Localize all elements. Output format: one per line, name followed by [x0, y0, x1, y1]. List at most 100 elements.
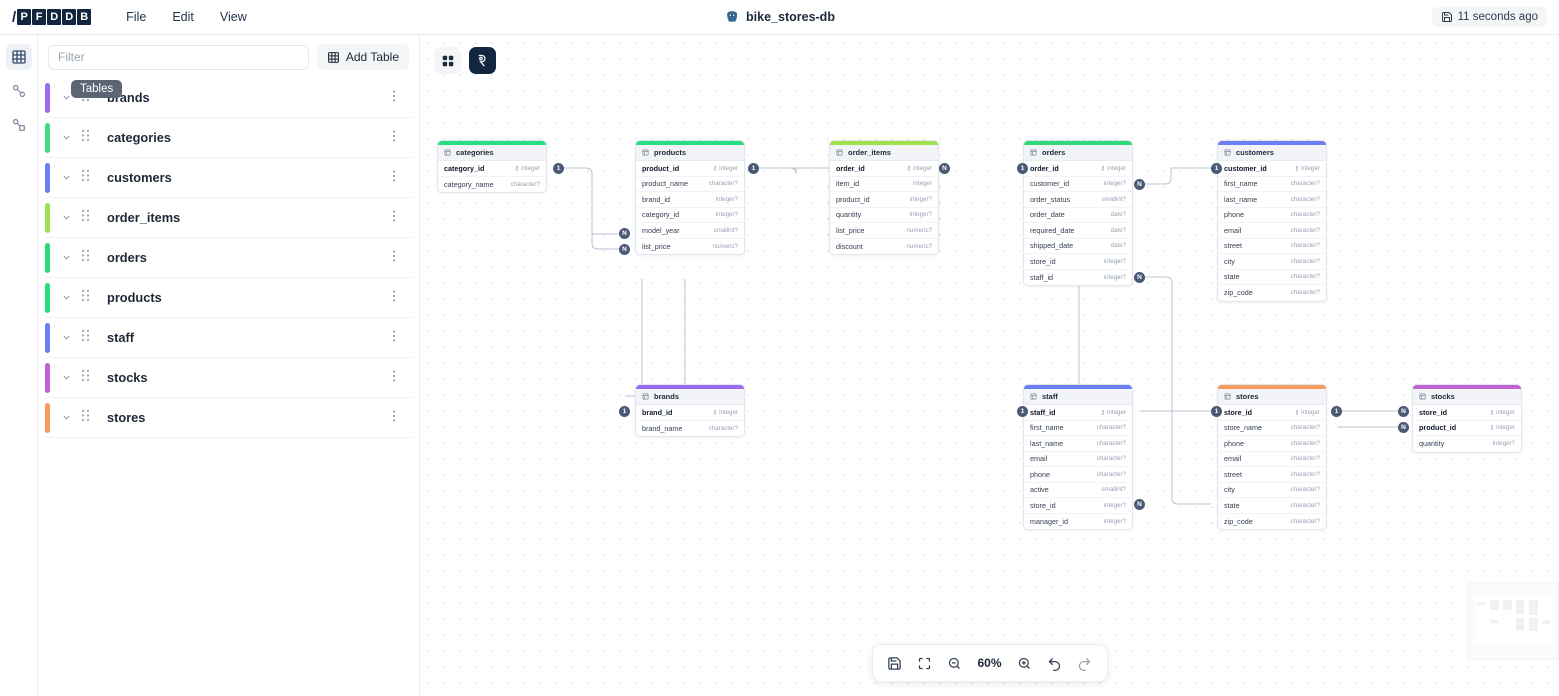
entity-header[interactable]: brands: [636, 389, 744, 405]
chevron-down-icon[interactable]: [61, 132, 75, 143]
filter-input[interactable]: [48, 44, 309, 70]
cardinality-badge-1[interactable]: 1: [619, 406, 630, 417]
add-table-button[interactable]: Add Table: [316, 44, 409, 70]
entity-column[interactable]: category_id⚷integer: [438, 161, 546, 177]
drag-handle-icon[interactable]: [81, 129, 93, 147]
entity-header[interactable]: orders: [1024, 145, 1132, 161]
sidebar-table-stocks[interactable]: stocks: [45, 358, 412, 398]
menu-item-view[interactable]: View: [219, 10, 247, 24]
undo-button[interactable]: [1041, 650, 1069, 676]
table-more-menu-icon[interactable]: [388, 409, 400, 426]
chevron-down-icon[interactable]: [61, 172, 75, 183]
entity-column[interactable]: store_id⚷integer: [1413, 405, 1521, 421]
entity-header[interactable]: order_items: [830, 145, 938, 161]
grid-view-button[interactable]: [434, 47, 461, 74]
table-more-menu-icon[interactable]: [388, 169, 400, 186]
cardinality-badge-1[interactable]: 1: [553, 163, 564, 174]
chevron-down-icon[interactable]: [61, 92, 75, 103]
chevron-down-icon[interactable]: [61, 212, 75, 223]
entity-header[interactable]: stores: [1218, 389, 1326, 405]
drag-handle-icon[interactable]: [81, 289, 93, 307]
cardinality-badge-1[interactable]: 1: [1211, 406, 1222, 417]
entity-header[interactable]: categories: [438, 145, 546, 161]
drag-handle-icon[interactable]: [81, 169, 93, 187]
drag-handle-icon[interactable]: [81, 89, 93, 107]
drag-handle-icon[interactable]: [81, 369, 93, 387]
cardinality-badge-1[interactable]: 1: [1211, 163, 1222, 174]
table-more-menu-icon[interactable]: [388, 129, 400, 146]
cardinality-badge-1[interactable]: 1: [1017, 406, 1028, 417]
cardinality-badge-1[interactable]: 1: [1017, 163, 1028, 174]
entity-column[interactable]: product_id⚷integer: [636, 161, 744, 177]
table-more-menu-icon[interactable]: [388, 289, 400, 306]
sidebar-table-stores[interactable]: stores: [45, 398, 412, 438]
zoom-in-button[interactable]: [1011, 650, 1039, 676]
table-more-menu-icon[interactable]: [388, 209, 400, 226]
cardinality-badge-n[interactable]: N: [1134, 179, 1145, 190]
save-state-badge[interactable]: 11 seconds ago: [1431, 7, 1547, 27]
rail-item-relationships[interactable]: [6, 78, 32, 104]
cardinality-badge-n[interactable]: N: [939, 163, 950, 174]
sidebar-table-brands[interactable]: brands: [45, 78, 412, 118]
chevron-down-icon[interactable]: [61, 372, 75, 383]
entity-header[interactable]: customers: [1218, 145, 1326, 161]
fit-screen-button[interactable]: [910, 650, 938, 676]
cardinality-badge-n[interactable]: N: [1134, 499, 1145, 510]
sidebar-table-staff[interactable]: staff: [45, 318, 412, 358]
entity-column[interactable]: customer_id⚷integer: [1218, 161, 1326, 177]
menu-item-file[interactable]: File: [126, 10, 147, 24]
rail-item-tables[interactable]: [5, 44, 32, 70]
table-more-menu-icon[interactable]: [388, 89, 400, 106]
minimap[interactable]: [1467, 582, 1559, 660]
drag-handle-icon[interactable]: [81, 249, 93, 267]
entity-column[interactable]: staff_id⚷integer: [1024, 405, 1132, 421]
rail-item-areas[interactable]: [6, 112, 32, 138]
table-more-menu-icon[interactable]: [388, 249, 400, 266]
entity-header[interactable]: staff: [1024, 389, 1132, 405]
redo-button[interactable]: [1071, 650, 1099, 676]
sidebar-table-categories[interactable]: categories: [45, 118, 412, 158]
cardinality-badge-1[interactable]: 1: [1331, 406, 1342, 417]
entity-column[interactable]: order_id⚷integer: [830, 161, 938, 177]
save-button[interactable]: [880, 650, 908, 676]
zoom-level-label[interactable]: 60%: [977, 656, 1002, 670]
cardinality-badge-n[interactable]: N: [1398, 406, 1409, 417]
entity-column[interactable]: product_id⚷integer: [1413, 421, 1521, 436]
